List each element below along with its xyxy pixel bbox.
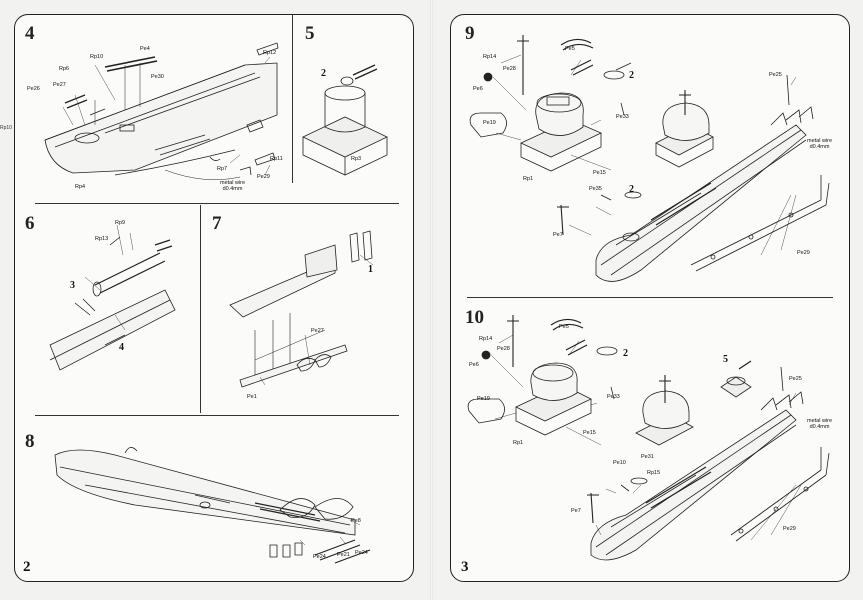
part-label-wire: metal wire d0.4mm [807,138,833,150]
part-label: Pe27 [53,82,66,88]
assembly-drawing-left [44,42,388,564]
part-label: Pe5 [565,46,575,52]
step-number-10: 10 [465,307,484,328]
part-label: Pe7 [553,232,563,238]
part-label: Pe15 [583,430,596,436]
hull-illustration-step9 [557,74,830,282]
step-number-5: 5 [305,23,315,44]
part-label: Pe1 [247,394,257,400]
sub-assembly-label: 4 [119,342,124,353]
part-label: Pe4 [140,46,150,52]
part-label: Rp1 [523,176,534,182]
conning-tower-illustration-step10 [467,315,618,436]
part-label: Rp14 [479,336,493,342]
part-label: Pe15 [593,170,606,176]
part-label: Rp13 [95,236,109,242]
instruction-page-right: 9 10 3 [450,14,850,582]
part-label: Pe24 [355,550,368,556]
part-label: Rp15 [647,470,661,476]
part-label: Rp10 [90,54,104,60]
part-label: Rp3 [351,156,362,162]
page-number: 2 [23,559,31,575]
part-label: Pe26 [27,86,40,92]
part-label: Pe35 [589,186,602,192]
step-divider [200,205,201,413]
part-label: Rp12 [263,50,277,56]
sub-assembly-label: 5 [723,354,728,365]
sub-assembly-label: 2 [321,68,326,79]
part-label: Rp9 [115,220,126,226]
sub-assembly-label: 2 [623,348,628,359]
step-number-4: 4 [25,23,35,44]
part-label: Pe8 [351,518,361,524]
part-label: Pe25 [769,72,782,78]
sub-assembly-label: 2 [629,184,634,195]
part-label: Rp1 [513,440,524,446]
part-label: Pe7 [571,508,581,514]
part-label: Pe29 [797,250,810,256]
part-label: Pe6 [473,86,483,92]
part-label: Pe19 [477,396,490,402]
part-label: Pe33 [616,114,629,120]
sub-assembly-label: 1 [368,264,373,275]
part-label: Pe30 [151,74,164,80]
step-divider [35,203,399,204]
sub-assembly-label: 2 [629,70,634,81]
hull-illustration-step8 [54,447,371,564]
step-number-7: 7 [212,213,222,234]
part-label: Pe31 [641,454,654,460]
page-fold [430,0,433,600]
step-number-8: 8 [25,431,35,452]
part-label: Pe21 [337,552,350,558]
step-divider [35,415,399,416]
part-label: Rp14 [483,54,497,60]
conning-tower-illustration-step10b [635,360,784,446]
part-label: Pe29 [257,174,270,180]
part-label: Pe28 [497,346,510,352]
part-label: Pe19 [483,120,496,126]
part-label: Rp7 [217,166,228,172]
hull-illustration-step10 [587,391,830,561]
assembly-drawing-right [467,35,830,561]
part-label: Pe27 [311,328,324,334]
part-label: Pe25 [789,376,802,382]
part-label: Rp11 [270,156,283,162]
part-label: Pe5 [559,324,569,330]
sub-assembly-label: 3 [70,280,75,291]
deck-detail-illustration-step7 [229,230,373,388]
torpedo-illustration-step6 [49,236,176,371]
page-number: 3 [461,559,469,575]
part-label: Pe6 [469,362,479,368]
instruction-page-left: 4 5 6 7 8 2 [14,14,414,582]
step-number-9: 9 [465,23,475,44]
turret-illustration-step5 [302,64,388,176]
conning-tower-illustration-step9 [469,35,632,172]
part-label: Rp4 [75,184,86,190]
step-divider [292,15,293,183]
part-label: Pe24 [313,554,326,560]
leader-lines-left [62,56,374,546]
part-label: Pe28 [503,66,516,72]
part-label: Pe29 [783,526,796,532]
part-label: Pe10 [613,460,626,466]
step-number-6: 6 [25,213,35,234]
part-label-wire: metal wire d0.4mm [220,180,246,192]
hull-illustration-step4 [44,42,279,181]
part-label: Pe33 [607,394,620,400]
step-divider [467,297,833,298]
leader-lines-right [490,54,802,541]
side-part-label: Rp10 [0,125,12,131]
conning-tower-illustration-step9b [655,90,714,168]
part-label: Rp6 [59,66,70,72]
part-label-wire: metal wire d0.4mm [807,418,833,430]
